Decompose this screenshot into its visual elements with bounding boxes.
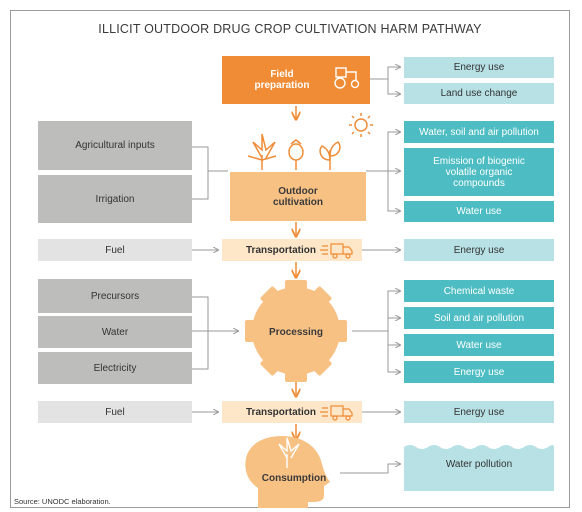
- transportation-2-label: Transportation: [246, 406, 317, 418]
- output-cult-pollution: Water, soil and air pollution: [404, 121, 554, 143]
- output-field-energy: Energy use: [404, 57, 554, 78]
- connector-field-land: [387, 79, 400, 94]
- field-preparation-label: Field preparation: [254, 69, 310, 91]
- diagram-title: ILLICIT OUTDOOR DRUG CROP CULTIVATION HA…: [98, 22, 482, 36]
- output-trans2-energy: Energy use: [404, 401, 554, 423]
- connector-field-energy: [370, 67, 400, 80]
- poppy-icon: [288, 139, 304, 170]
- input-electricity: Electricity: [38, 352, 192, 384]
- input-agricultural-inputs: Agricultural inputs: [38, 121, 192, 170]
- input-irrigation: Irrigation: [38, 175, 192, 223]
- transportation-1-label: Transportation: [246, 244, 317, 256]
- connector-cons-water: [340, 464, 400, 474]
- connector-precursors: [192, 296, 238, 331]
- input-fuel-1: Fuel: [38, 239, 192, 261]
- coca-plant-icon: [319, 141, 341, 170]
- output-proc-water: Water use: [404, 334, 554, 356]
- outdoor-cultivation-box: Outdoor cultivation: [230, 172, 366, 221]
- connector-electricity: [192, 331, 209, 370]
- connector-cult-pollution: [366, 132, 400, 172]
- sun-icon: [349, 113, 373, 137]
- input-precursors: Precursors: [38, 279, 192, 313]
- output-cons-water: Water pollution: [445, 458, 513, 470]
- connector-agri: [192, 146, 228, 172]
- processing-label: Processing: [269, 326, 323, 338]
- consumption-label: Consumption: [261, 472, 327, 484]
- input-fuel-2: Fuel: [38, 401, 192, 423]
- output-cult-water: Water use: [404, 201, 554, 222]
- output-cult-emission-label: Emission of biogenic volatile organic co…: [433, 155, 525, 189]
- outdoor-cultivation-label: Outdoor cultivation: [272, 185, 323, 208]
- transportation-1-box: Transportation: [222, 239, 362, 261]
- field-preparation-box: Field preparation: [222, 56, 370, 104]
- output-field-land: Land use change: [404, 83, 554, 104]
- output-proc-soil: Soil and air pollution: [404, 307, 554, 329]
- connector-cult-water: [387, 171, 400, 211]
- connector-proc-chemical: [352, 291, 400, 332]
- source-note: Source: UNODC elaboration.: [14, 497, 111, 506]
- input-water: Water: [38, 316, 192, 348]
- output-cult-emission: Emission of biogenic volatile organic co…: [404, 148, 554, 196]
- output-proc-chemical: Chemical waste: [404, 280, 554, 302]
- output-proc-energy: Energy use: [404, 361, 554, 383]
- output-trans1-energy: Energy use: [404, 239, 554, 261]
- connector-irrigation: [192, 171, 209, 200]
- cannabis-leaf-icon: [247, 133, 277, 170]
- connector-proc-energy: [387, 345, 400, 372]
- transportation-2-box: Transportation: [222, 401, 362, 423]
